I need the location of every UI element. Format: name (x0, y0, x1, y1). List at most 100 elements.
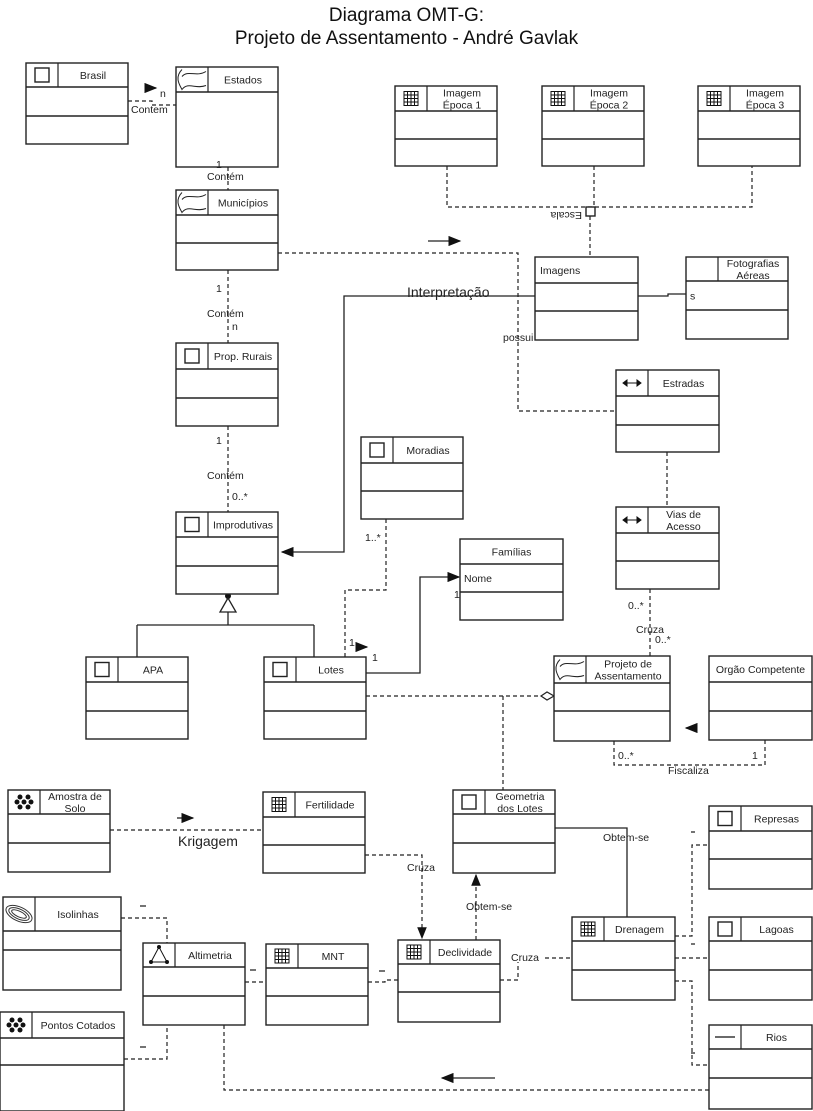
label-contem: Contem (131, 104, 168, 116)
class-name: Moradias (406, 445, 449, 457)
label-cruza: Cruza (407, 862, 435, 874)
relation-lotes-projeto (366, 695, 541, 790)
aggregation-square-icon (585, 206, 596, 217)
class-pontos[interactable]: Pontos Cotados (0, 1011, 125, 1111)
class-name: Estradas (663, 378, 704, 390)
relation-possui (278, 252, 616, 412)
title-line-2: Projeto de Assentamento - André Gavlak (234, 28, 579, 49)
class-name: Estados (224, 75, 262, 87)
class-name: Fotografias (727, 258, 780, 270)
square-icon (461, 794, 477, 810)
class-name: MNT (322, 951, 345, 963)
square-icon (369, 442, 385, 458)
class-name: Drenagem (615, 924, 664, 936)
label-n: n (232, 321, 238, 333)
relation-escala (446, 166, 753, 208)
generalization-lines (136, 612, 315, 657)
class-name: Brasil (80, 70, 106, 82)
class-represas[interactable]: Represas (708, 805, 813, 890)
label-contem: Contém (207, 308, 244, 320)
label-0-many: 0..* (618, 750, 634, 762)
class-name: Assentamento (594, 671, 661, 683)
square-icon (184, 348, 200, 364)
class-brasil[interactable]: Brasil (25, 62, 129, 145)
label-interpretacao: Interpretação (407, 284, 490, 300)
class-name: Geometria (495, 791, 544, 803)
class-isolinhas[interactable]: Isolinhas (2, 896, 122, 991)
label-n: n (160, 88, 166, 100)
class-attribute: s (690, 291, 695, 303)
relation-drenagem-rios (675, 980, 709, 1066)
relation-mnt-declividade (368, 979, 398, 983)
class-estados[interactable]: Estados (175, 66, 279, 168)
contour-icon (5, 904, 33, 924)
grid-icon (403, 91, 419, 106)
class-name: Acesso (666, 521, 701, 533)
grid-icon (580, 921, 596, 937)
label-contem: Contém (207, 470, 244, 482)
relation-altimetria-rios (223, 1025, 709, 1091)
square-icon (717, 921, 733, 937)
class-name: Municípios (218, 198, 268, 210)
class-name: Orgão Competente (716, 664, 805, 676)
class-moradias[interactable]: Moradias (360, 436, 464, 520)
class-lotes[interactable]: Lotes (263, 656, 367, 740)
class-name: Imagem (590, 88, 628, 100)
class-name: Projeto de (604, 659, 652, 671)
class-prop[interactable]: Prop. Rurais (175, 342, 279, 427)
class-decliv[interactable]: Declividade (397, 939, 501, 1023)
class-estradas[interactable]: Estradas (615, 369, 720, 453)
label-1-many: 1..* (365, 532, 381, 544)
class-name: dos Lotes (497, 803, 543, 815)
label-1: 1 (372, 652, 378, 664)
square-icon (34, 67, 50, 83)
class-apa[interactable]: APA (85, 656, 189, 740)
diagram-title: Diagrama OMT-G: Projeto de Assentamento … (0, 4, 813, 50)
relation-imagens-fotografias (638, 293, 686, 297)
polygon-icon (177, 192, 207, 214)
dots-icon (6, 1017, 26, 1033)
grid-icon (406, 944, 422, 960)
tin-icon (149, 945, 169, 964)
class-name: Imagem (443, 88, 481, 100)
relation-pontos-altimetria (124, 1025, 168, 1060)
class-name: Declividade (438, 947, 492, 959)
polygon-icon (177, 69, 207, 91)
class-name: Época 2 (590, 99, 629, 112)
class-name: Época 1 (443, 99, 482, 112)
class-name: Amostra de (48, 791, 102, 803)
class-name: Época 3 (746, 99, 785, 112)
class-improd[interactable]: Improdutivas (175, 511, 279, 595)
aggregation-diamond-icon (539, 691, 556, 701)
class-fert[interactable]: Fertilidade (262, 791, 366, 874)
label-0-many: 0..* (628, 600, 644, 612)
generalization-triangle-icon (218, 596, 238, 613)
class-municipios[interactable]: Municípios (175, 189, 279, 271)
relation-labels: Contem n 1 Contém 1 Contém n 1 Contém 0.… (131, 88, 758, 964)
relation-fiscaliza (613, 740, 766, 766)
relation-drenagem-represas (675, 844, 709, 937)
class-name: APA (143, 665, 163, 677)
label-obtem-se: Obtem-se (466, 901, 512, 913)
class-lagoas[interactable]: Lagoas (708, 916, 813, 1001)
class-mnt[interactable]: MNT (265, 943, 369, 1026)
class-rios[interactable]: Rios (708, 1024, 813, 1110)
label-cruza: Cruza (511, 952, 539, 964)
class-name: Imagens (540, 265, 580, 277)
class-imagens[interactable]: Imagens (534, 256, 639, 341)
grid-icon (274, 948, 290, 964)
class-name: Aéreas (736, 270, 769, 282)
class-altimetria[interactable]: Altimetria (142, 942, 246, 1026)
class-orgao[interactable]: Orgão Competente (708, 655, 813, 741)
class-drenagem[interactable]: Drenagem (571, 916, 676, 1001)
